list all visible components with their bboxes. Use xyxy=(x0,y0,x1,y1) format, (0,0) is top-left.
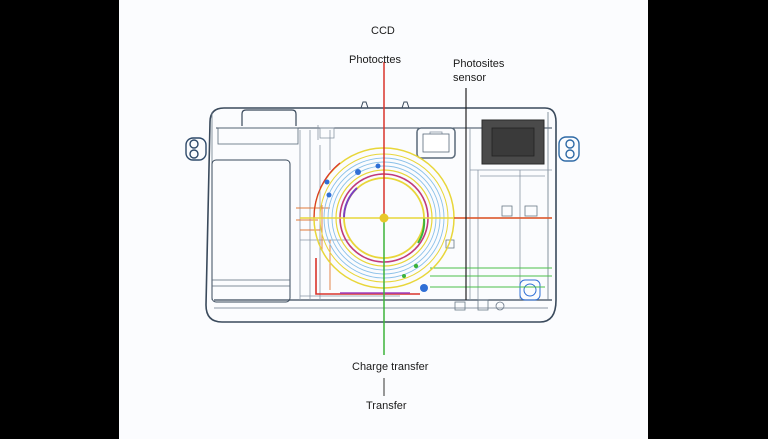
left-strap-lug xyxy=(185,137,207,161)
label-transfer: Transfer xyxy=(366,400,407,412)
right-strap-lug xyxy=(558,136,580,162)
lens-center-dot xyxy=(379,213,389,223)
diagram-canvas: CCD Photocttes Photosites sensor Charge … xyxy=(119,0,648,439)
camera-ccd-diagram xyxy=(185,62,580,396)
label-photosites: Photosites xyxy=(453,58,505,70)
label-sensor: sensor xyxy=(453,72,487,84)
label-charge-transfer: Charge transfer xyxy=(352,361,429,373)
viewfinder-window xyxy=(416,127,456,159)
label-photocttes: Photocttes xyxy=(349,54,401,66)
diagram-title: CCD xyxy=(371,25,395,37)
ccd-sensor-chip xyxy=(481,119,545,165)
camera-body-outline xyxy=(205,107,557,323)
